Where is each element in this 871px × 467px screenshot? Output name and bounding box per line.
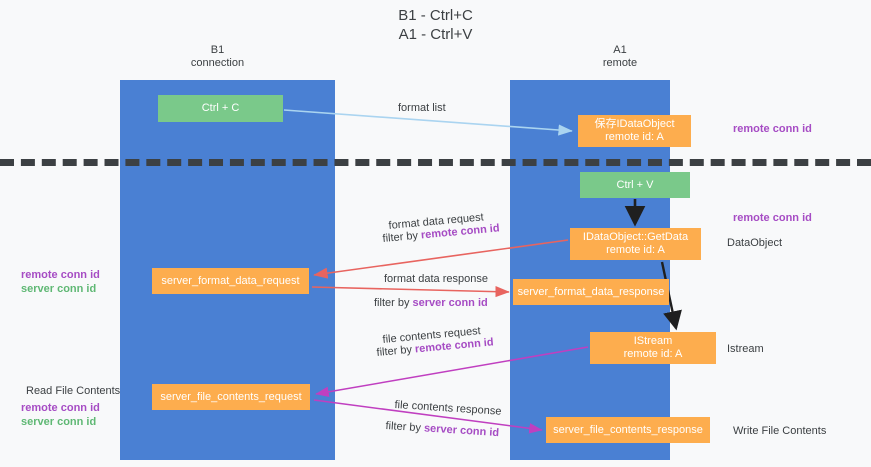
node-server-file-contents-request[interactable]: server_file_contents_request xyxy=(152,384,310,410)
annotation-server-conn-id-left-lower: server conn id xyxy=(21,416,97,428)
phase-divider xyxy=(0,159,871,166)
server-conn-id-text-2: server conn id xyxy=(423,422,500,440)
edge-label-format-list: format list xyxy=(398,102,446,114)
node-ctrl-c[interactable]: Ctrl + C xyxy=(158,95,283,122)
node-istream-line1: IStream xyxy=(633,335,673,347)
title-line-1: B1 - Ctrl+C xyxy=(398,7,473,24)
title-line-2: A1 - Ctrl+V xyxy=(398,26,473,43)
filter-by-text-3: filter by xyxy=(376,343,413,359)
annotation-write-file-contents: Write File Contents xyxy=(733,425,827,437)
diagram-title: B1 - Ctrl+C A1 - Ctrl+V xyxy=(0,6,871,44)
node-idataobject-getdata-line1: IDataObject::GetData xyxy=(582,231,689,243)
node-idataobject-getdata[interactable]: IDataObject::GetData remote id: A xyxy=(570,228,701,260)
lane-header-b1-sub: connection xyxy=(190,57,245,69)
node-server-file-contents-request-label: server_file_contents_request xyxy=(160,390,302,403)
node-ctrl-v-label: Ctrl + V xyxy=(616,178,654,191)
annotation-remote-conn-id-mid: remote conn id xyxy=(733,212,812,224)
node-server-format-data-request-label: server_format_data_request xyxy=(161,274,300,287)
filter-by-text-2: filter by xyxy=(374,297,410,309)
server-conn-id-text-1: server conn id xyxy=(412,297,488,309)
node-save-idataobject-line2: remote id: A xyxy=(605,131,664,143)
annotation-remote-conn-id-left-lower: remote conn id xyxy=(21,402,100,414)
node-istream[interactable]: IStream remote id: A xyxy=(590,332,716,364)
node-ctrl-v[interactable]: Ctrl + V xyxy=(580,172,690,198)
node-server-file-contents-response[interactable]: server_file_contents_response xyxy=(546,417,710,443)
node-server-format-data-response[interactable]: server_format_data_response xyxy=(513,279,669,305)
lane-header-b1-name: B1 xyxy=(210,44,225,56)
lane-header-b1: B1 connection xyxy=(150,44,285,70)
annotation-istream: Istream xyxy=(727,343,764,355)
node-save-idataobject[interactable]: 保存IDataObject remote id: A xyxy=(578,115,691,147)
node-istream-line2: remote id: A xyxy=(623,348,683,360)
lane-header-a1-name: A1 xyxy=(613,44,627,56)
node-server-format-data-request[interactable]: server_format_data_request xyxy=(152,268,309,294)
filter-by-text-4: filter by xyxy=(385,419,422,435)
annotation-conn-ids-lower: remote conn id server conn id xyxy=(21,401,100,429)
edge-format-data-response xyxy=(311,286,510,298)
node-idataobject-getdata-line2: remote id: A xyxy=(606,244,665,256)
node-ctrl-c-label: Ctrl + C xyxy=(201,102,240,114)
edge-label-filter-server-conn-id-file: filter by server conn id xyxy=(385,419,499,440)
node-save-idataobject-line1: 保存IDataObject xyxy=(594,118,675,130)
annotation-remote-conn-id-top: remote conn id xyxy=(733,123,812,135)
annotation-dataobject: DataObject xyxy=(727,237,783,249)
edge-label-format-data-response: format data response xyxy=(384,273,488,285)
edge-label-file-contents-response: file contents response xyxy=(394,398,502,418)
annotation-read-file-contents: Read File Contents xyxy=(26,385,121,397)
node-server-file-contents-response-label: server_file_contents_response xyxy=(553,423,703,436)
lane-header-a1-sub: remote xyxy=(602,57,638,69)
annotation-remote-conn-id-left-upper: remote conn id xyxy=(21,269,100,281)
lane-header-a1: A1 remote xyxy=(555,44,685,70)
node-server-format-data-response-label: server_format_data_response xyxy=(517,285,665,298)
filter-by-text-1: filter by xyxy=(382,229,419,245)
edge-label-filter-server-conn-id-format: filter by server conn id xyxy=(374,296,488,310)
annotation-server-conn-id-left-upper: server conn id xyxy=(21,283,97,295)
annotation-conn-ids-upper: remote conn id server conn id xyxy=(21,268,100,296)
